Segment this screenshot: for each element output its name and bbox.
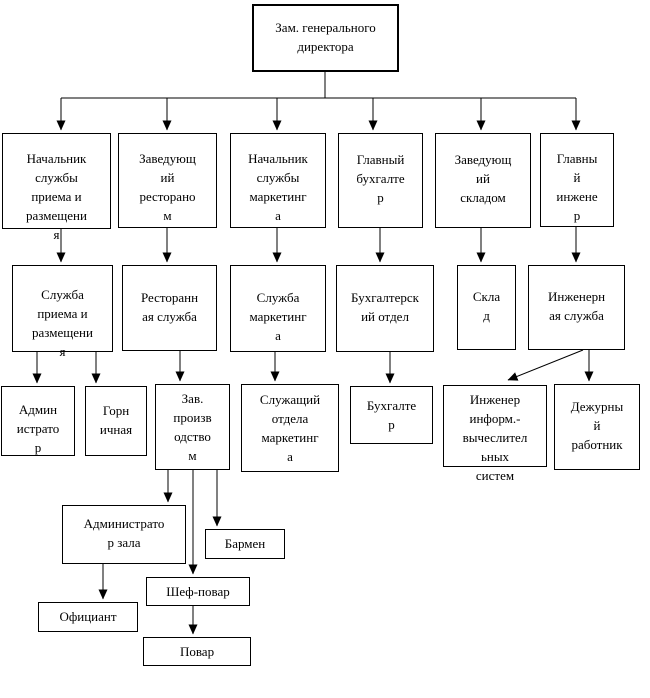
node-restaurant-service: Ресторанн ая служба [122, 265, 217, 351]
node-reception-service: Служба приема и размещени я [12, 265, 113, 359]
node-warehouse: Скла д [457, 265, 516, 350]
node-marketing-clerk: Служащий отдела маркетинг а [241, 384, 339, 472]
node-accounting-department: Бухгалтерск ий отдел [336, 265, 434, 352]
node-head-marketing-service: Начальник службы маркетинг а [230, 133, 326, 228]
node-production-manager: Зав. произв одство м [155, 384, 230, 470]
node-marketing-service: Служба маркетинг а [230, 265, 326, 352]
node-head-reception-service: Начальник службы приема и размещени я [2, 133, 111, 242]
node-cook: Повар [143, 637, 251, 666]
plain-connectors [61, 72, 576, 99]
node-accountant: Бухгалте р [350, 386, 433, 444]
node-duty-worker: Дежурны й работник [554, 384, 640, 470]
node-chief-accountant: Главный бухгалте р [338, 133, 423, 228]
node-hall-administrator: Администрато р зала [62, 505, 186, 564]
node-restaurant-manager: Заведующ ий ресторано м [118, 133, 217, 228]
node-administrator: Админ истрато р [1, 386, 75, 456]
node-maid: Горн ичная [85, 386, 147, 456]
node-chief-engineer: Главны й инжене р [540, 133, 614, 227]
node-bartender: Бармен [205, 529, 285, 559]
node-warehouse-manager: Заведующ ий складом [435, 133, 531, 228]
node-chef: Шеф-повар [146, 577, 250, 606]
node-waiter: Официант [38, 602, 138, 632]
node-it-systems-engineer: Инженер информ.- вычеслител ьных систем [443, 385, 547, 483]
node-engineering-service: Инженерн ая служба [528, 265, 625, 350]
arrow-connectors [32, 98, 594, 635]
node-deputy-general-director: Зам. генерального директора [252, 4, 399, 72]
